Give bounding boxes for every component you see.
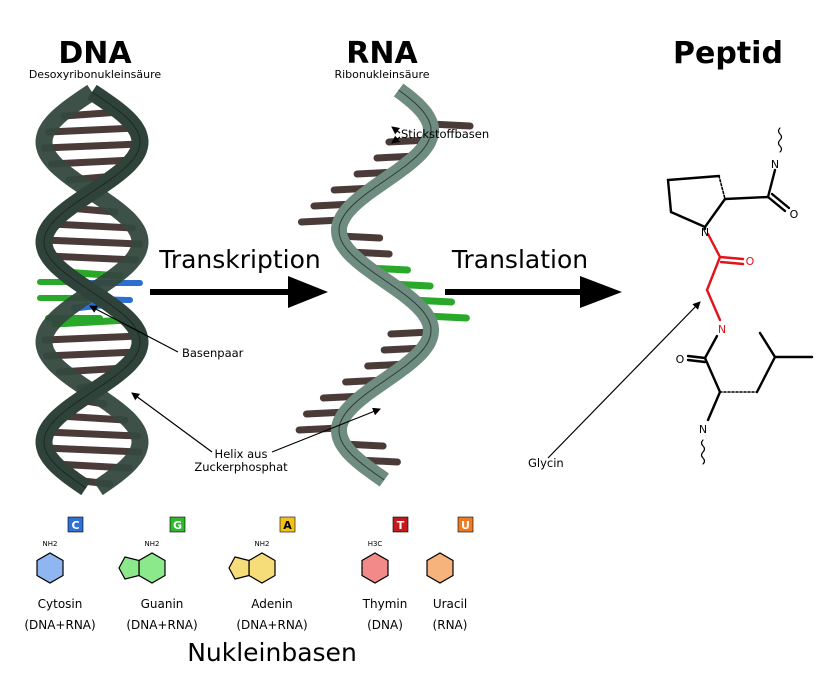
base-rung: [41, 332, 143, 344]
stickstoffbasen-label: Stickstoffbasen: [401, 127, 489, 141]
nucleobase-letter-badge: [392, 516, 409, 533]
nucleobase-substituent: NH2: [255, 540, 270, 548]
nucleobase-ring: [426, 552, 454, 584]
peptide-atom-n-bottom: N: [699, 423, 707, 436]
nucleobase-letter-badge: [169, 516, 186, 533]
nucleobase-substituent: NH2: [43, 540, 58, 548]
nucleobase-name: Thymin: [362, 597, 408, 611]
helix-label-line1: Helix aus: [215, 447, 268, 461]
dna-helix: [35, 84, 149, 496]
nucleobase-letter: U: [461, 519, 470, 532]
helix-pointer-dna: [131, 392, 213, 453]
nucleobase-ring-five: [118, 556, 140, 580]
rna-title: RNA: [346, 36, 418, 71]
basenpaar-label: Basenpaar: [182, 346, 244, 360]
peptide-atom-n1: N: [701, 226, 709, 239]
nucleobase-uracil: U Uracil (RNA): [426, 516, 474, 632]
nucleobase-occurrence: (DNA+RNA): [236, 618, 307, 632]
base-rung: [41, 444, 143, 456]
basenpaar-pointer: [89, 305, 179, 353]
translation-label: Translation: [451, 245, 588, 274]
base-rung: [51, 316, 133, 328]
nucleobase-name: Adenin: [251, 597, 293, 611]
nucleobase-ring: [36, 552, 64, 584]
nucleobase-letter-badge: [457, 516, 474, 533]
rna-backbone-strand-outline: [338, 89, 432, 481]
nucleobase-letter-badge: [279, 516, 296, 533]
stickstoffbasen-pointer-2: [391, 135, 401, 144]
nucleobases-title: Nukleinbasen: [187, 638, 357, 667]
base-rung: [42, 428, 142, 440]
dna-backbone-strand-front-outline: [43, 91, 141, 489]
nucleobase-ring-five: [228, 556, 250, 580]
helix-pointer-rna: [271, 407, 381, 453]
base-rung: [45, 252, 139, 264]
peptid-title: Peptid: [673, 36, 783, 71]
peptide-structure: [666, 127, 814, 465]
nucleobase-occurrence: (DNA+RNA): [24, 618, 95, 632]
rna-helix: [295, 83, 474, 487]
helix-label-line2: Zuckerphosphat: [194, 460, 288, 474]
transcription-arrow: [150, 276, 328, 308]
nucleobase-letter: C: [71, 519, 79, 532]
dna-title: DNA: [58, 36, 132, 71]
nucleobase-thymin: T H3C Thymin (DNA): [361, 516, 409, 632]
nucleobase-ring: [248, 552, 276, 584]
dna-subtitle: Desoxyribonukleinsäure: [29, 68, 162, 81]
base-rung: [47, 220, 137, 232]
nucleobase-substituent: NH2: [145, 540, 160, 548]
glycin-label: Glycin: [528, 456, 564, 470]
nucleobase-row: CNH2Cytosin(DNA+RNA)GNH2Guanin(DNA+RNA)A…: [24, 516, 474, 632]
base-rung: [45, 124, 139, 136]
wavy-bond-bottom: [700, 439, 706, 465]
peptide-atom-o2: O: [676, 353, 685, 366]
base-rung: [40, 236, 144, 248]
peptide-atom-o-red: O: [746, 255, 755, 268]
nucleobase-name: Guanin: [141, 597, 184, 611]
rna-subtitle: Ribonukleinsäure: [334, 68, 429, 81]
glycin-pointer: [547, 301, 701, 459]
nucleobase-letter-badge: [67, 516, 84, 533]
stickstoffbasen-pointer-1: [391, 126, 401, 135]
base-rung: [42, 348, 142, 360]
nucleobase-occurrence: (DNA): [367, 618, 403, 632]
peptide-atom-n-top: N: [771, 158, 779, 171]
nucleobase-ring: [138, 552, 166, 584]
nucleobase-letter: T: [397, 519, 405, 532]
nucleobase-letter: G: [173, 519, 182, 532]
nucleobase-name: Cytosin: [38, 597, 83, 611]
nucleobase-name: Uracil: [433, 597, 467, 611]
transcription-label: Transkription: [158, 245, 321, 274]
base-rung: [40, 140, 144, 152]
nucleobase-substituent: H3C: [368, 540, 383, 548]
peptide-atom-o1: O: [790, 208, 799, 221]
peptide-atom-n2: N: [718, 323, 726, 336]
nucleobase-occurrence: (DNA+RNA): [126, 618, 197, 632]
wavy-bond-top: [777, 127, 783, 153]
translation-arrow: [445, 276, 622, 308]
nucleobase-ring: [361, 552, 389, 584]
nucleobase-letter: A: [283, 519, 292, 532]
nucleobase-occurrence: (RNA): [433, 618, 468, 632]
